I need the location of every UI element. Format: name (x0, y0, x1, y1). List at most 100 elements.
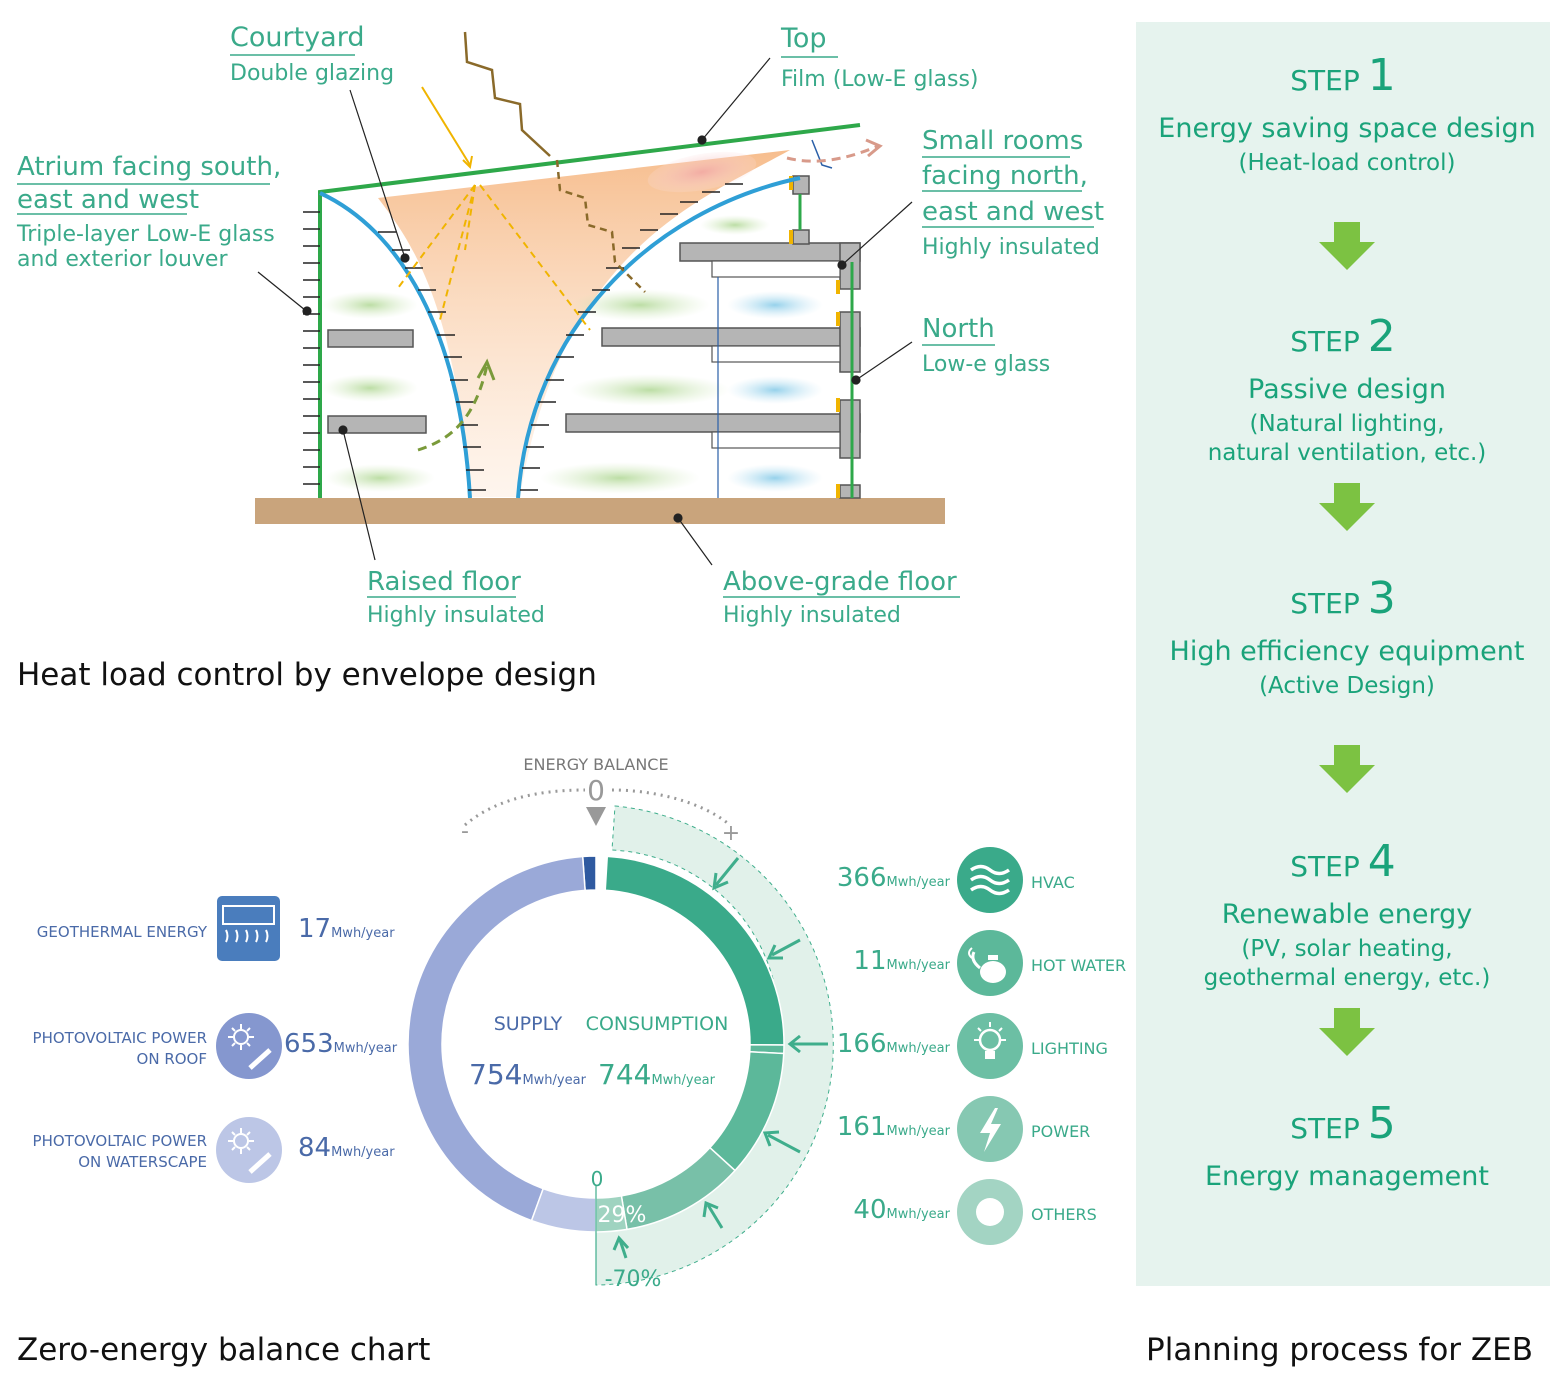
ring-icon (957, 1179, 1023, 1245)
supply-item-name: ON WATERSCAPE (78, 1153, 207, 1171)
consumption-item-hvac: 366Mwh/year HVAC (837, 847, 1075, 913)
blue-zone (727, 464, 823, 492)
heat-ray-dashed (555, 159, 646, 293)
percent-29: 29% (598, 1203, 647, 1228)
step-subtitle: (PV, solar heating, (1241, 936, 1452, 962)
consumption-item-power: 161Mwh/year POWER (837, 1096, 1090, 1162)
consumption-total: 744Mwh/year (598, 1058, 716, 1091)
steps-title: Planning process for ZEB (1146, 1332, 1533, 1368)
small-rooms-sub: Highly insulated (922, 235, 1100, 260)
step-subtitle: geothermal energy, etc.) (1204, 965, 1491, 991)
energy-balance-label: ENERGY BALANCE (523, 755, 668, 774)
consumption-item-name: HOT WATER (1031, 956, 1126, 975)
consumption-legend: 366Mwh/year HVAC 11Mwh/year HOT WATER (837, 847, 1126, 1245)
ventilation-arrow (417, 364, 489, 452)
supply-item-pv-waterscape: PHOTOVOLTAIC POWER ON WATERSCAPE 84Mwh/y… (33, 1117, 395, 1183)
waves-icon (957, 847, 1023, 913)
consumption-item-value: 366Mwh/year (837, 863, 951, 893)
exhaust-arrow (786, 144, 879, 163)
ceiling-panel (711, 345, 841, 363)
hot-air-zone (647, 151, 757, 193)
label-underlines (17, 54, 1094, 598)
balance-pointer-icon (586, 807, 606, 826)
floor-slab (679, 242, 861, 262)
supply-legend: GEOTHERMAL ENERGY 17Mwh/year PHOTOVOLTAI… (33, 896, 398, 1183)
down-arrow-icon (1319, 222, 1375, 270)
kettle-icon (957, 930, 1023, 996)
green-zone (570, 374, 730, 406)
lightning-icon (957, 1096, 1023, 1162)
green-zone (325, 464, 435, 492)
atrium-sub-2: and exterior louver (17, 247, 228, 272)
green-zone (322, 374, 418, 402)
green-zone (540, 462, 700, 494)
top-roof-line (318, 123, 861, 498)
consumption-item-name: LIGHTING (1031, 1039, 1108, 1058)
consumption-item-name: POWER (1031, 1122, 1090, 1141)
raised-floor-title: Raised floor (367, 567, 521, 597)
consumption-item-lighting: 166Mwh/year LIGHTING (837, 1013, 1108, 1079)
low-e-glass-marks (789, 176, 840, 498)
small-rooms-title-3: east and west (922, 197, 1104, 227)
consumption-item-name: OTHERS (1031, 1205, 1097, 1224)
floor-slab (565, 413, 861, 433)
down-arrow-icon (1319, 483, 1375, 531)
top-sub: Film (Low-E glass) (781, 67, 979, 92)
leader-lines (257, 57, 913, 566)
atrium-sub-1: Triple-layer Low-E glass (16, 222, 275, 247)
inward-arrows (612, 857, 828, 1259)
supply-item-value: 653Mwh/year (284, 1029, 398, 1059)
vent-flap (811, 139, 833, 169)
energy-balance-arc (464, 788, 586, 827)
envelope-title: Heat load control by envelope design (17, 657, 597, 693)
percent-minus-70: -70% (605, 1267, 662, 1292)
supply-item-pv-roof: PHOTOVOLTAIC POWER ON ROOF 653Mwh/year (33, 1013, 398, 1079)
atrium-title-1: Atrium facing south, (17, 152, 281, 182)
consumption-item-value: 161Mwh/year (837, 1112, 951, 1142)
insulated-wall (839, 484, 861, 499)
exterior-louver (303, 183, 743, 491)
insulated-wall (839, 311, 861, 373)
envelope-diagram: Courtyard Double glazing Top Film (Low-E… (16, 22, 1104, 693)
supply-item-name: PHOTOVOLTAIC POWER (33, 1029, 207, 1047)
insulated-wall (839, 399, 861, 459)
above-grade-title: Above-grade floor (723, 567, 957, 597)
floor-slab (327, 415, 427, 434)
consumption-item-value: 11Mwh/year (853, 946, 950, 976)
consumption-outer-band (595, 805, 834, 1286)
lightbulb-icon (957, 1013, 1023, 1079)
north-sub: Low-e glass (922, 352, 1050, 377)
step-subtitle: (Active Design) (1259, 673, 1435, 699)
down-arrow-icon (1319, 745, 1375, 793)
geothermal-icon (217, 896, 280, 961)
floor-slab (327, 329, 414, 348)
consumption-item-value: 40Mwh/year (853, 1195, 950, 1225)
consumption-item-hot-water: 11Mwh/year HOT WATER (853, 930, 1126, 996)
balance-chart: ENERGY BALANCE 0 - + SUPPLY CONSUMPTION … (17, 755, 1126, 1368)
balance-minus: - (461, 819, 469, 844)
supply-segment (530, 1187, 597, 1233)
donut-chart (407, 855, 785, 1233)
step-subtitle: (Heat-load control) (1239, 150, 1456, 176)
balance-zero-top: 0 (587, 774, 605, 807)
atrium-title-2: east and west (17, 185, 199, 215)
supply-item-value: 84Mwh/year (298, 1133, 395, 1163)
consumption-item-value: 166Mwh/year (837, 1029, 951, 1059)
step-title: Energy saving space design (1158, 113, 1535, 144)
balance-zero-bottom: 0 (591, 1167, 604, 1191)
top-title: Top (780, 23, 827, 54)
sunlight-rays (397, 86, 591, 331)
step-subtitle: natural ventilation, etc.) (1208, 440, 1487, 466)
solar-panel-icon (216, 1013, 282, 1079)
supply-label: SUPPLY (494, 1013, 563, 1035)
raised-floor-sub: Highly insulated (367, 603, 545, 628)
solar-panel-icon (216, 1117, 282, 1183)
